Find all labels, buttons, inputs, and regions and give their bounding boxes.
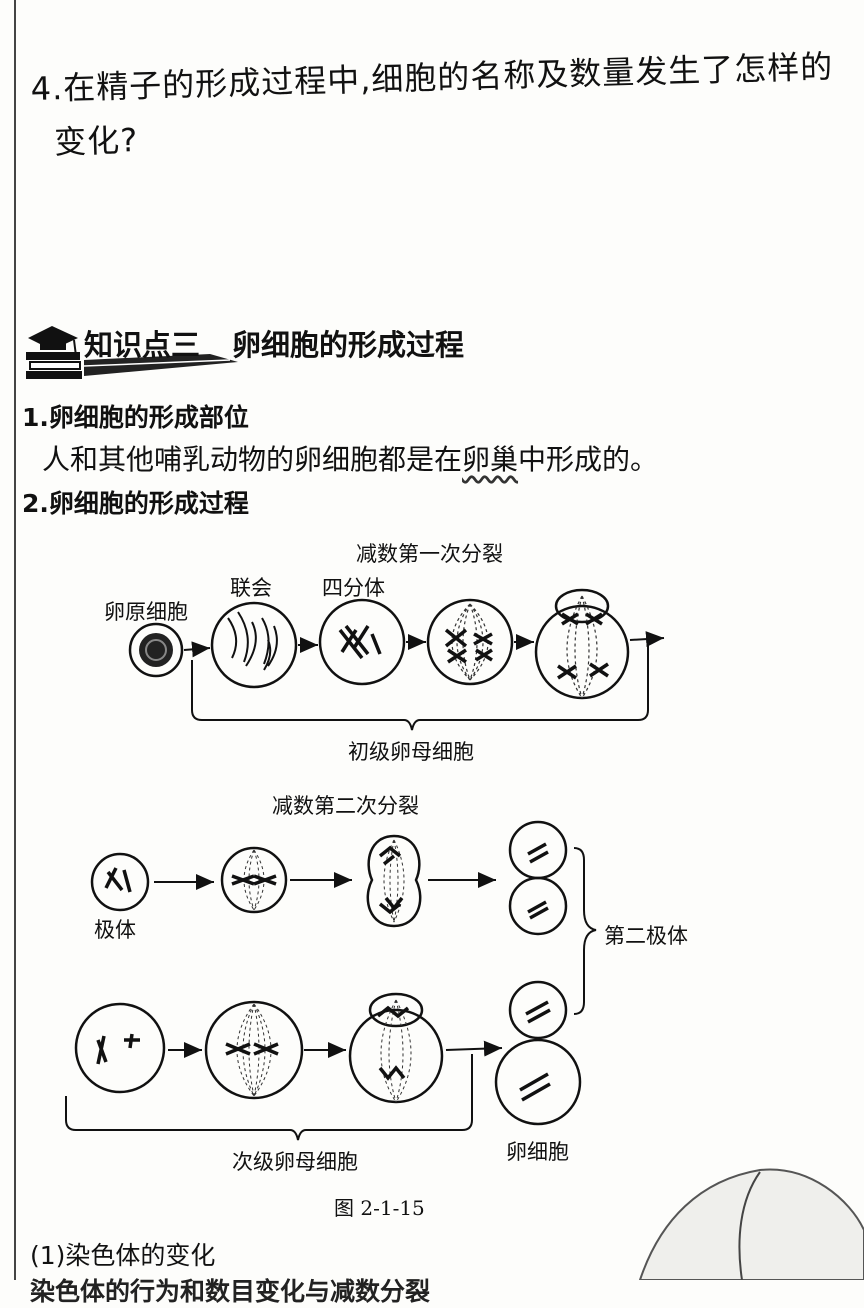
synapsis-cell bbox=[210, 601, 298, 689]
secondary-oocyte-metaphase2-cell bbox=[204, 1000, 304, 1100]
page: 4.在精子的形成过程中,细胞的名称及数量发生了怎样的 变化? 知识点三 卵细胞的… bbox=[14, 0, 864, 1306]
egg-cell bbox=[494, 1038, 582, 1126]
egg-label: 卵细胞 bbox=[506, 1140, 569, 1164]
cut-off-line: 染色体的行为和数目变化与减数分裂 bbox=[30, 1277, 431, 1306]
figure-caption: 图 2-1-15 bbox=[334, 1196, 425, 1220]
polar-body-anaphase2-cell bbox=[366, 834, 422, 928]
item1-text-after: 中形成的。 bbox=[518, 443, 659, 476]
item1-emphasis: 卵巢 bbox=[462, 443, 519, 476]
oogonium-cell bbox=[128, 622, 184, 678]
section-label: 知识点三 bbox=[84, 328, 201, 362]
primary-oocyte-label: 初级卵母细胞 bbox=[348, 740, 474, 764]
second-polar-body-2 bbox=[508, 876, 568, 936]
item1-text: 人和其他哺乳动物的卵细胞都是在卵巢中形成的。 bbox=[42, 438, 658, 478]
subsection-1-heading: (1)染色体的变化 bbox=[30, 1241, 216, 1270]
item1-heading: 1.卵细胞的形成部位 bbox=[22, 403, 249, 432]
polar-body-metaphase2-cell bbox=[220, 846, 288, 914]
metaphase1-cell bbox=[426, 598, 514, 686]
tetrad-label: 四分体 bbox=[322, 576, 385, 600]
meiosis-1-label: 减数第一次分裂 bbox=[356, 542, 503, 566]
books-icon bbox=[26, 352, 82, 379]
meiosis-2-label: 减数第二次分裂 bbox=[272, 794, 419, 818]
section-title: 卵细胞的形成过程 bbox=[232, 328, 465, 362]
oogonium-label: 卵原细胞 bbox=[104, 600, 188, 624]
page-margin-rule bbox=[14, 0, 16, 1280]
secondary-oocyte-label: 次级卵母细胞 bbox=[232, 1150, 358, 1174]
secondary-oocyte-cell bbox=[74, 1002, 166, 1094]
second-polar-body-label: 第二极体 bbox=[604, 924, 688, 948]
section-header-banner bbox=[26, 326, 238, 379]
anaphase1-cell bbox=[534, 588, 630, 700]
tetrad-cell bbox=[318, 598, 406, 686]
polar-body-label: 极体 bbox=[94, 918, 136, 942]
second-polar-body-3 bbox=[508, 980, 568, 1040]
oogenesis-diagram bbox=[65, 588, 864, 1280]
second-polar-body-brace bbox=[573, 847, 597, 1015]
secondary-oocyte-anaphase2-cell bbox=[348, 992, 444, 1104]
synapsis-label: 联会 bbox=[230, 576, 272, 600]
item2-heading: 2.卵细胞的形成过程 bbox=[22, 489, 249, 518]
secondary-oocyte-bracket bbox=[65, 1054, 473, 1141]
polar-body-cell bbox=[90, 852, 150, 912]
second-polar-body-1 bbox=[508, 820, 568, 880]
item1-text-before: 人和其他哺乳动物的卵细胞都是在 bbox=[42, 443, 463, 476]
primary-oocyte-bracket bbox=[191, 644, 649, 731]
